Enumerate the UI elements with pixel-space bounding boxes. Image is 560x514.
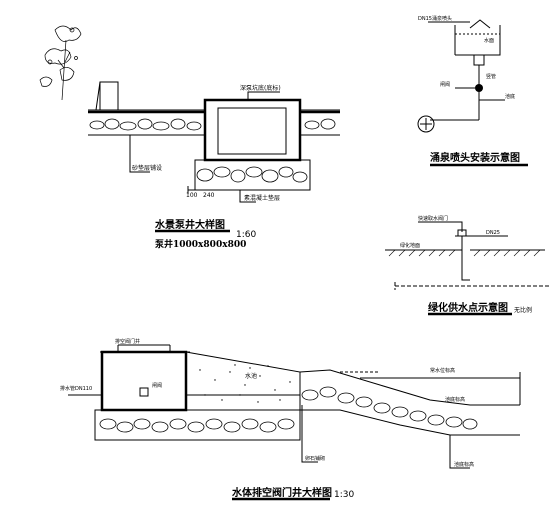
pump-well-scale: 1:60 [236,230,256,240]
ground-hatch [388,249,541,257]
valve-label: 闸阀 [440,81,450,88]
fountain-title: 涌泉喷头安装示意图 [430,151,520,164]
tree-icon [39,25,82,101]
irrigation-detail: 快速取水阀门 DN25 绿化地面 绿化供水点示意图 无比例 [385,215,550,316]
stones-label: 卵石铺砌 [305,455,325,462]
water-stipple [199,364,291,403]
embankment-stones [301,386,478,430]
pit-base-stones [196,166,308,183]
well-label: 排空阀门井 [115,338,140,345]
pump-well-title: 水景泵井大样图 [154,218,225,231]
irrigation-scale: 无比例 [514,306,532,314]
top-note: 深泵坑底(底标) [240,84,281,92]
pebble-layer [89,118,336,131]
drain-well-scale: 1:30 [334,490,354,500]
fountain-detail: DN15涌泉喷头 水面 竖管 闸阀 池底 涌泉喷头安装示意图 [417,15,528,167]
dim-mid: 240 [203,192,215,199]
pipe-top-label: 竖管 [486,73,496,80]
water-level-label: 常水位标高 [430,367,455,374]
pump-icon [417,115,435,133]
pool-bottom-label: 池底 [505,93,515,100]
dn-label: DN25 [486,230,500,236]
pipe-label: 排水管DN110 [60,385,92,392]
water-surface-label: 水面 [484,37,494,44]
pump-well-detail: 100 240 深泵坑底(底标) 砂垫层铺设 素混凝土垫层 水景泵井大样图 1:… [39,25,340,250]
pump-well-subtitle: 泵井1000x800x800 [155,238,246,250]
irrigation-title: 绿化供水点示意图 [428,301,508,314]
valve-icon [475,84,483,92]
bottom-note: 素混凝土垫层 [244,194,280,202]
drain-valve-well-detail: 排空阀门井 排水管DN110 闸阀 水池 常水位标高 池底标高 卵石铺砌 池底标… [60,338,521,501]
well-base-stones [99,418,295,433]
nozzle-label: DN15涌泉喷头 [418,15,452,22]
quick-valve-label: 快速取水阀门 [418,215,448,222]
pool-label: 水池 [245,372,257,380]
drain-well-title: 水体排空阀门井大样图 [231,486,332,499]
valve-label-2: 闸阀 [152,382,162,389]
left-note: 砂垫层铺设 [132,164,162,172]
note-bottom-label: 池底标高 [454,461,474,468]
dim-left: 100 [186,192,198,199]
pool-bottom-label-2: 池底标高 [445,396,465,403]
ground-label: 绿化地面 [400,242,420,249]
